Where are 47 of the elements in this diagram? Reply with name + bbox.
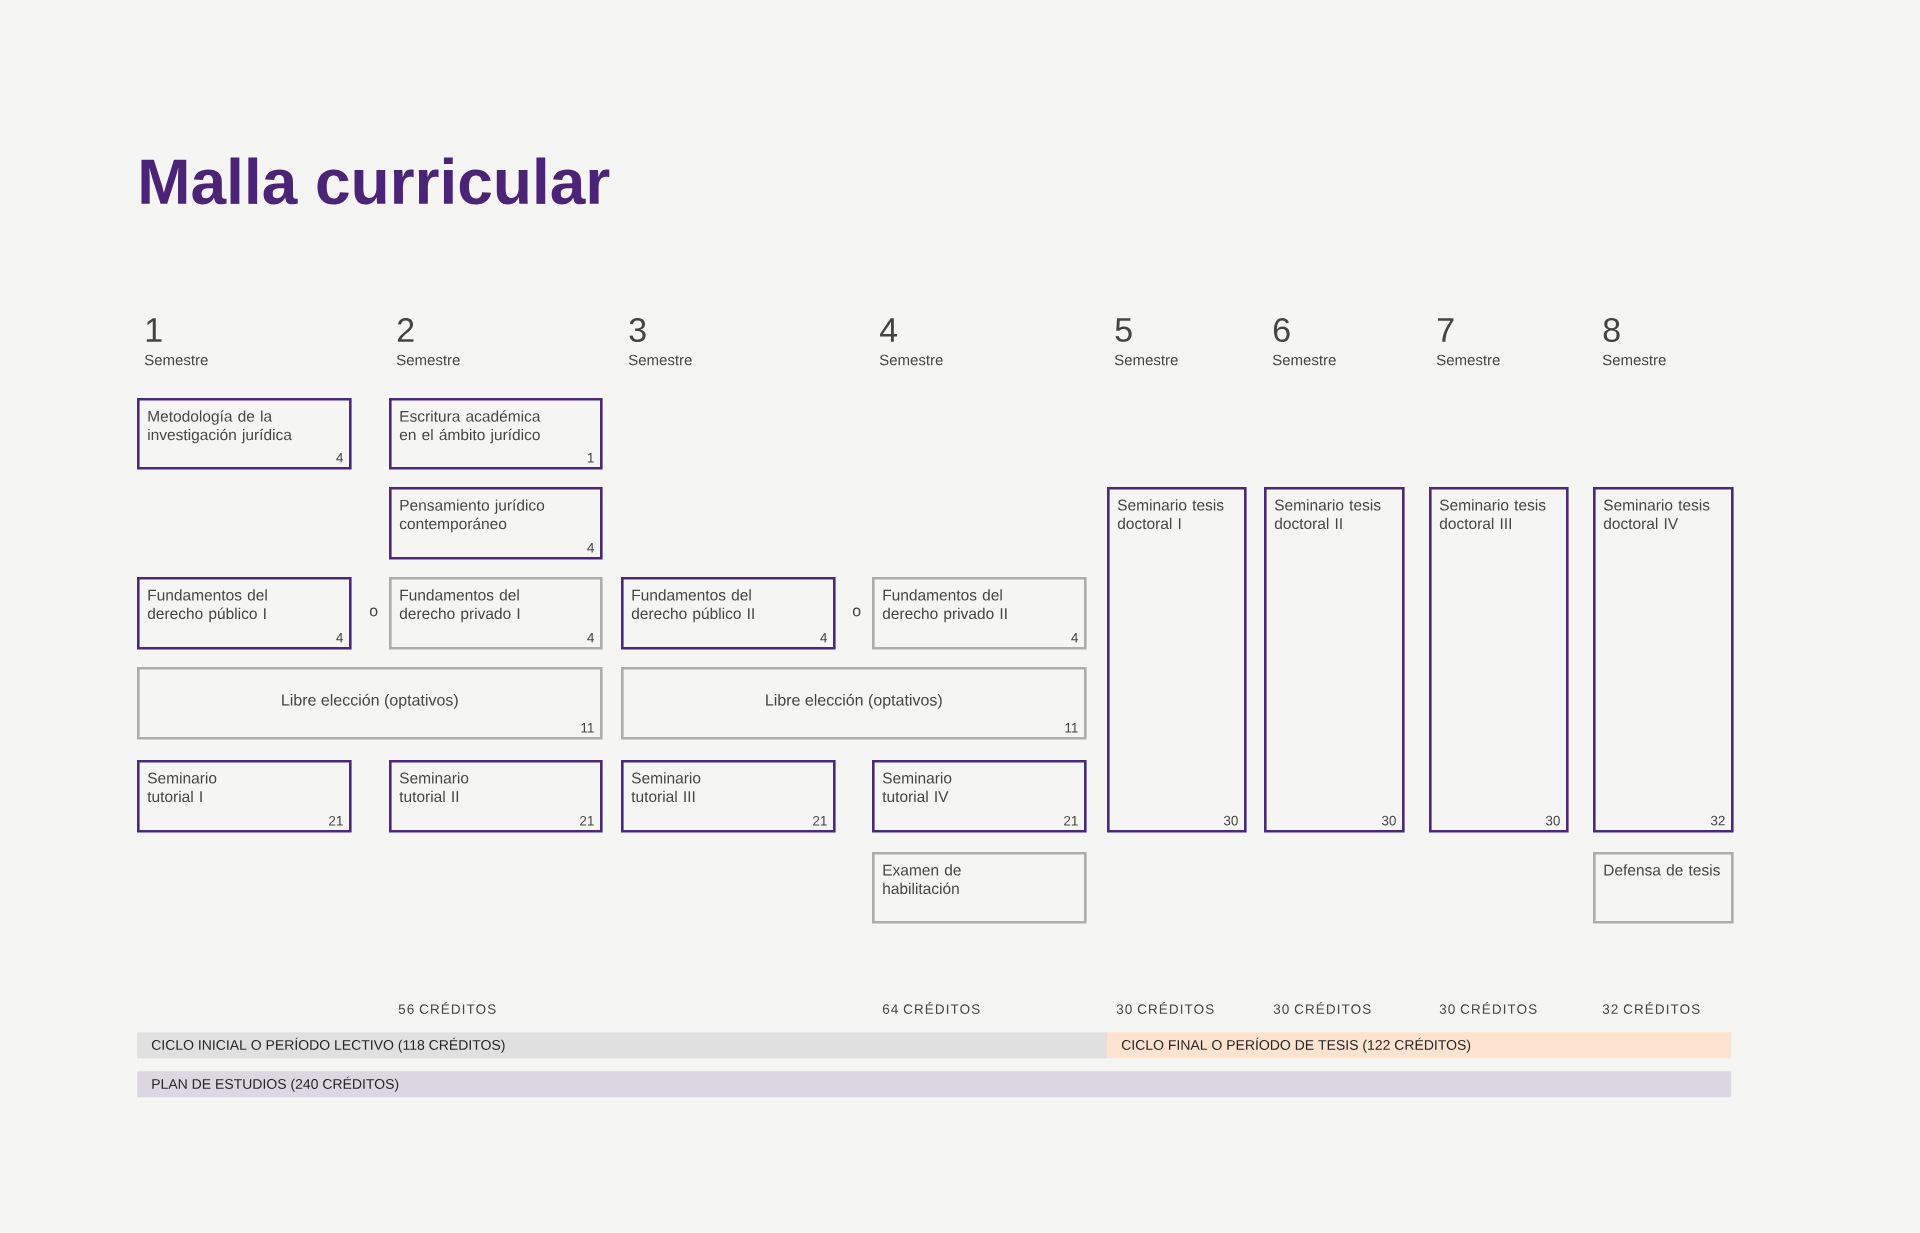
credit-total: 30 CRÉDITOS bbox=[1116, 1002, 1214, 1014]
semester-number: 7 bbox=[1437, 318, 1454, 342]
semester-label: Semestre bbox=[1272, 354, 1336, 366]
credit-total: 32 CRÉDITOS bbox=[1602, 1002, 1700, 1014]
course-box: Seminario tesis doctoral II 30 bbox=[1264, 487, 1405, 833]
course-box: Fundamentos del derecho público II 4 bbox=[621, 577, 836, 650]
or-label: o bbox=[852, 607, 861, 617]
semester-label: Semestre bbox=[1114, 354, 1178, 366]
credit-total: 30 CRÉDITOS bbox=[1273, 1002, 1371, 1014]
band: CICLO INICIAL O PERÍODO LECTIVO (118 CRÉDITOS) bbox=[137, 1032, 1108, 1059]
title: Malla curricular bbox=[141, 157, 610, 205]
semester-number: 3 bbox=[629, 317, 646, 343]
course-box: Defensa de tesis bbox=[1593, 852, 1734, 924]
course-box: Libre elección (optativos) 11 bbox=[621, 667, 1087, 740]
course-box: Escritura académica en el ámbito jurídico 1 bbox=[389, 398, 603, 470]
course-box: Examen de habilitación bbox=[872, 852, 1087, 924]
semester-label: Semestre bbox=[1436, 354, 1500, 366]
course-box: Fundamentos del derecho privado I 4 bbox=[389, 577, 603, 650]
credit-total: 56 CRÉDITOS bbox=[398, 1002, 496, 1014]
semester-label: Semestre bbox=[879, 354, 943, 366]
semester-number: 6 bbox=[1273, 317, 1290, 343]
or-label: o bbox=[369, 607, 378, 617]
course-box: Libre elección (optativos) 11 bbox=[137, 667, 603, 740]
semester-number: 8 bbox=[1603, 317, 1620, 343]
course-box: Seminario tutorial IV 21 bbox=[872, 760, 1087, 833]
semester-number: 4 bbox=[880, 318, 898, 342]
semester-label: Semestre bbox=[1602, 354, 1666, 366]
course-box: Seminario tesis doctoral IV 32 bbox=[1593, 487, 1734, 833]
semester-number: 5 bbox=[1115, 318, 1132, 342]
credit-total: 64 CRÉDITOS bbox=[882, 1002, 980, 1014]
course-box: Seminario tesis doctoral I 30 bbox=[1107, 487, 1247, 833]
course-box: Seminario tutorial III 21 bbox=[621, 760, 836, 833]
course-box: Seminario tesis doctoral III 30 bbox=[1429, 487, 1569, 833]
semester-label: Semestre bbox=[144, 354, 208, 366]
band: PLAN DE ESTUDIOS (240 CRÉDITOS) bbox=[137, 1071, 1732, 1098]
band: CICLO FINAL O PERÍODO DE TESIS (122 CRÉDITOS) bbox=[1107, 1032, 1732, 1059]
credit-total: 30 CRÉDITOS bbox=[1439, 1002, 1537, 1014]
semester-label: Semestre bbox=[396, 354, 460, 366]
course-box: Pensamiento jurídico contemporáneo 4 bbox=[389, 487, 603, 560]
course-box: Seminario tutorial II 21 bbox=[389, 760, 603, 833]
semester-number: 2 bbox=[397, 318, 414, 342]
course-box: Seminario tutorial I 21 bbox=[137, 760, 352, 833]
semester-number: 1 bbox=[146, 318, 162, 342]
course-box: Metodología de la investigación jurídica 4 bbox=[137, 398, 352, 470]
course-box: Fundamentos del derecho público I 4 bbox=[137, 577, 352, 650]
semester-label: Semestre bbox=[628, 354, 692, 366]
course-box: Fundamentos del derecho privado II 4 bbox=[872, 577, 1087, 650]
